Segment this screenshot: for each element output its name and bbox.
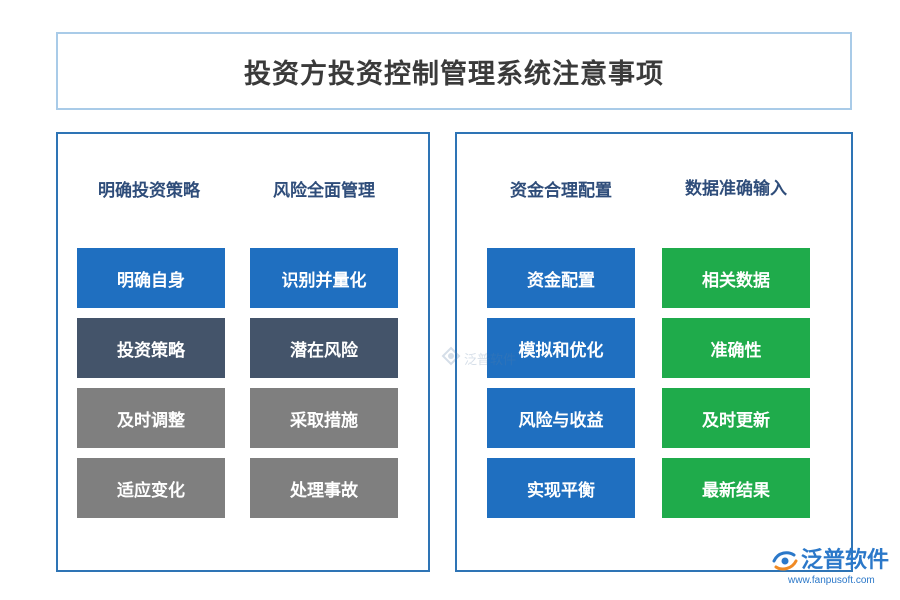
- title-box: 投资方投资控制管理系统注意事项: [56, 32, 852, 110]
- column-heading-strategy: 明确投资策略: [98, 181, 200, 201]
- item-box: 识别并量化: [250, 248, 398, 308]
- fanpu-logo-icon: [772, 549, 798, 577]
- item-box: 风险与收益: [487, 388, 635, 448]
- brand-name: 泛普软件: [801, 548, 890, 573]
- left-panel: [56, 132, 430, 572]
- column-heading-risk: 风险全面管理: [273, 181, 375, 201]
- watermark-text: 泛普软件: [464, 352, 517, 368]
- watermark: 泛普软件: [440, 345, 516, 371]
- item-box: 适应变化: [77, 458, 225, 518]
- brand-url: www.fanpusoft.com: [788, 575, 875, 586]
- page-title: 投资方投资控制管理系统注意事项: [244, 58, 664, 90]
- item-box: 及时调整: [77, 388, 225, 448]
- fanpu-logo-icon: [440, 345, 462, 371]
- item-box: 准确性: [662, 318, 810, 378]
- item-box: 最新结果: [662, 458, 810, 518]
- item-box: 实现平衡: [487, 458, 635, 518]
- item-box: 相关数据: [662, 248, 810, 308]
- column-heading-data: 数据准确输入: [685, 179, 787, 199]
- item-box: 及时更新: [662, 388, 810, 448]
- item-box: 采取措施: [250, 388, 398, 448]
- column-heading-funds: 资金合理配置: [510, 181, 612, 201]
- item-box: 处理事故: [250, 458, 398, 518]
- item-box: 资金配置: [487, 248, 635, 308]
- item-box: 潜在风险: [250, 318, 398, 378]
- item-box: 明确自身: [77, 248, 225, 308]
- brand-logo: 泛普软件 www.fanpusoft.com: [772, 548, 890, 586]
- right-panel: [455, 132, 853, 572]
- item-box: 模拟和优化: [487, 318, 635, 378]
- item-box: 投资策略: [77, 318, 225, 378]
